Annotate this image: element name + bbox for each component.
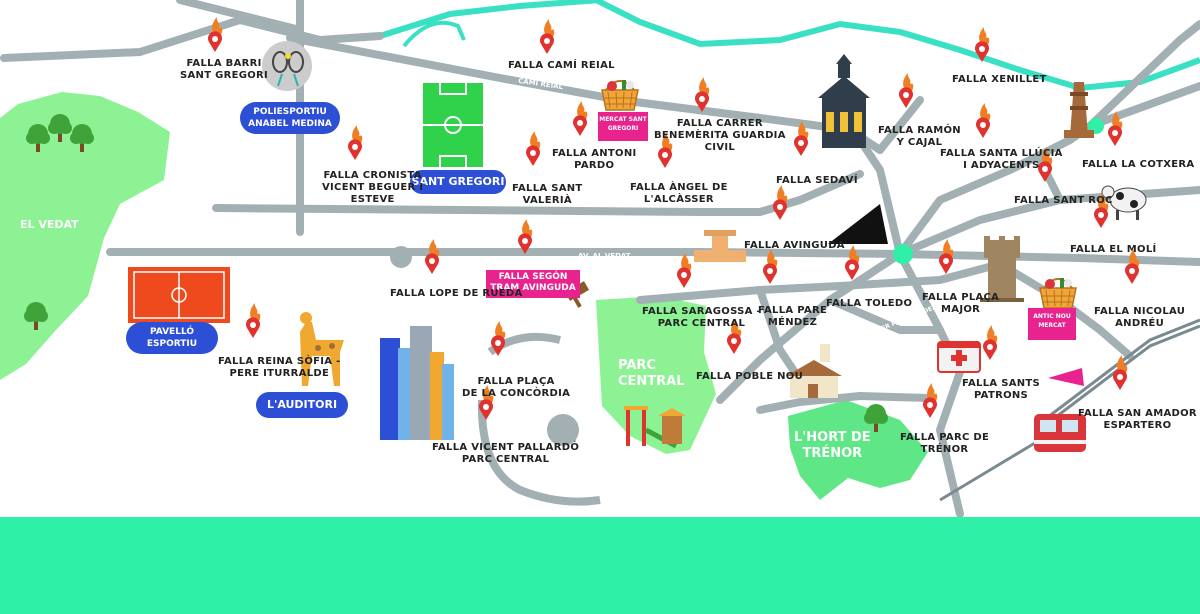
falla-label[interactable]: FALLA SANTA LLÚCIA I ADYACENTS	[940, 148, 1063, 171]
lighthouse-tower-icon	[1064, 82, 1094, 138]
falla-label[interactable]: FALLA VICENT PALLARDÓ PARC CENTRAL	[432, 442, 580, 465]
fountain-icon	[694, 230, 746, 262]
falla-label[interactable]: FALLA PARC DE TRÉNOR	[900, 432, 990, 455]
falla-label[interactable]: FALLA XENILLET	[952, 74, 1047, 85]
basket-icon	[1039, 277, 1077, 309]
falla-label[interactable]: FALLA POBLE NOU	[696, 371, 804, 382]
falla-label[interactable]: FALLA EL MOLÍ	[1070, 244, 1157, 255]
tram-icon	[1034, 414, 1086, 452]
castle-tower-icon	[980, 236, 1024, 302]
falla-label[interactable]: FALLA PLAÇA DE LA CONCÒRDIA	[462, 376, 571, 399]
tennis-icon	[262, 41, 312, 91]
road-av-vedat: AV. AL VEDAT	[578, 252, 631, 260]
area-hort-trenor: L'HORT DE TRÉNOR	[794, 430, 871, 461]
falla-label[interactable]: FALLA PARE MÉNDEZ	[758, 305, 828, 328]
falla-label[interactable]: FALLA TOLEDO	[826, 298, 913, 309]
label-falla-segon-tram: FALLA SEGÓN TRAM AVINGUDA	[486, 270, 580, 298]
bottom-band	[0, 517, 1200, 614]
falla-label[interactable]: FALLA PLAÇA MAJOR	[922, 292, 1000, 315]
falla-label[interactable]: FALLA ÀNGEL DE L'ALCÀSSER	[630, 182, 728, 205]
label-poliesportiu: POLIESPORTIU ANABEL MEDINA	[240, 102, 340, 134]
first-aid-icon	[937, 341, 981, 373]
falla-label[interactable]: FALLA SARAGOSSA - PARC CENTRAL	[642, 306, 761, 329]
chapel-icon	[786, 344, 842, 398]
label-mercat-sant-gregori: MERCAT SANT GREGORI	[598, 112, 648, 141]
falla-label[interactable]: FALLA CRONISTA VICENT BEGUER I ESTEVE	[322, 170, 424, 205]
football-pitch-icon	[421, 81, 485, 169]
falla-label[interactable]: FALLA LOPE DE RUEDA	[390, 288, 523, 299]
church-icon	[818, 54, 870, 148]
buildings-icon	[380, 326, 454, 440]
label-antic-nou-mercat: ANTIC NOU MERCAT	[1028, 308, 1076, 340]
label-sant-gregori: SANT GREGORI	[410, 170, 506, 194]
basketball-court-icon	[128, 267, 230, 323]
area-el-vedat: EL VEDAT	[20, 218, 79, 231]
playground-icon	[624, 406, 686, 449]
falla-label[interactable]: FALLA RAMÓN Y CAJAL	[878, 125, 961, 148]
area-parc-central: PARC CENTRAL	[618, 358, 685, 389]
giraffe-icon	[300, 312, 344, 386]
falla-label[interactable]: FALLA REINA SÒFIA - PERE ITURRALDE	[218, 356, 341, 379]
falla-label[interactable]: FALLA SANT ROC	[1014, 195, 1113, 206]
falla-label[interactable]: FALLA ANTONI PARDO	[552, 148, 637, 171]
falla-label[interactable]: FALLA BARRI SANT GREGORI	[180, 58, 269, 81]
falla-label[interactable]: FALLA SEDAVÍ	[776, 175, 858, 186]
label-pavello: PAVELLÓ ESPORTIU	[126, 322, 218, 354]
falla-label[interactable]: FALLA LA COTXERA	[1082, 159, 1195, 170]
falla-label[interactable]: FALLA AVINGUDA	[744, 240, 845, 251]
falla-label[interactable]: FALLA CARRER BENEMÈRITA GUARDIA CIVIL	[654, 118, 786, 153]
label-auditori: L'AUDITORI	[256, 392, 348, 418]
falla-label[interactable]: FALLA SANT VALERIÀ	[512, 183, 583, 206]
falla-label[interactable]: FALLA CAMÍ REIAL	[508, 60, 615, 71]
falla-label[interactable]: FALLA SANTS PATRONS	[962, 378, 1041, 401]
basket-icon	[601, 79, 639, 111]
falla-label[interactable]: FALLA SAN AMADOR ESPARTERO	[1078, 408, 1197, 431]
cow-icon	[1101, 185, 1147, 220]
falla-label[interactable]: FALLA NICOLAU ANDRÉU	[1094, 306, 1186, 329]
